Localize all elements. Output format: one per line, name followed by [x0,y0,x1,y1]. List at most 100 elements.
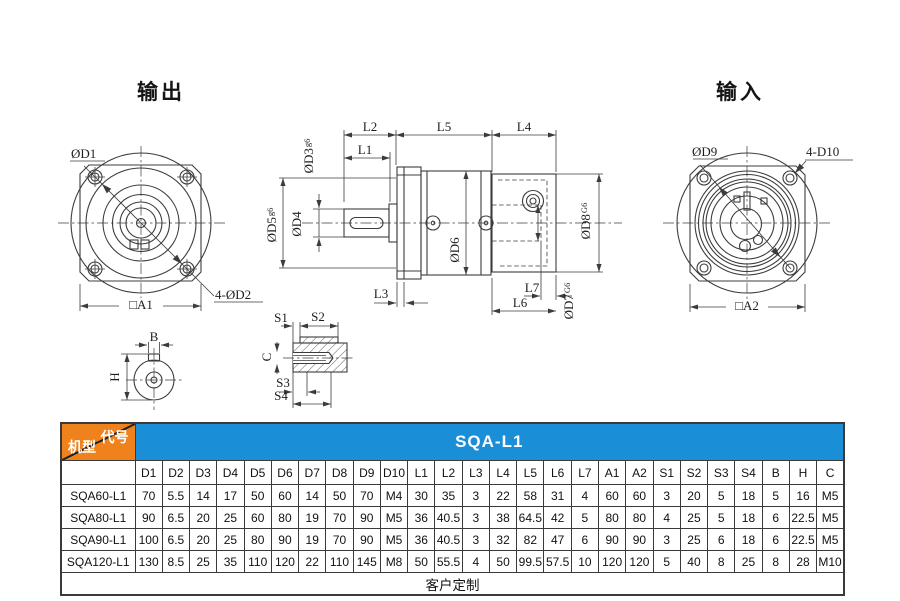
input-heading: 输入 [716,81,764,104]
value-cell: 6 [761,506,790,529]
col-header-d5: D5 [243,460,272,485]
value-cell: 6.5 [161,528,191,551]
col-header-d2: D2 [161,460,191,485]
value-cell: 36 [407,528,436,551]
label-d1: ØD1 [71,146,96,161]
value-cell: 25 [216,528,245,551]
value-cell: 20 [189,506,218,529]
label-l5: L5 [437,119,451,134]
value-cell: 10 [570,550,600,573]
value-cell: 3 [461,484,490,507]
value-cell: 57.5 [543,550,572,573]
value-cell: 18 [734,484,763,507]
label-s3: S3 [276,375,290,390]
label-d7: ØD7G6 [561,283,576,320]
value-cell: 90 [598,528,627,551]
value-cell: 50 [243,484,272,507]
value-cell: 90 [625,528,654,551]
col-header-l4: L4 [488,460,518,485]
value-cell: 42 [543,506,572,529]
output-flange-outline [79,164,202,282]
value-cell: 60 [625,484,654,507]
col-header-l6: L6 [543,460,572,485]
col-header-s3: S3 [707,460,736,485]
col-header-a2: A2 [625,460,654,485]
value-cell: M8 [379,550,409,573]
label-d6: ØD6 [447,237,462,263]
value-cell: 22 [298,550,327,573]
label-d9: ØD9 [692,144,717,159]
label-a2: □A2 [735,298,759,313]
value-cell: 5 [761,484,790,507]
label-d5: ØD5g6 [264,208,279,243]
label-d3: ØD3g6 [301,139,316,174]
value-cell: 19 [298,506,327,529]
value-cell: 145 [352,550,381,573]
value-cell: 5 [707,506,736,529]
value-cell: 30 [407,484,436,507]
label-d2: 4-ØD2 [215,287,251,302]
label-l4: L4 [517,119,532,134]
value-cell: M4 [379,484,409,507]
input-bolt-holes [696,170,798,276]
value-cell: M5 [379,528,409,551]
value-cell: 6 [570,528,600,551]
table-header-band: 代号 机型 SQA-L1 [60,422,845,461]
value-cell: 25 [216,506,245,529]
value-cell: 14 [189,484,218,507]
value-cell: 18 [734,528,763,551]
tap-detail-view: C S1 S2 S3 S4 [259,309,354,408]
value-cell: 90 [352,506,381,529]
col-header-d1: D1 [134,460,163,485]
value-cell: 25 [734,550,763,573]
col-header-c: C [816,460,845,485]
value-cell: 5 [707,484,736,507]
corner-label-code: 代号 [100,429,129,445]
model-cell: SQA90-L1 [60,528,136,551]
shaft-section-view: B H [107,329,182,410]
col-header-d7: D7 [298,460,327,485]
value-cell: 32 [488,528,518,551]
value-cell: 90 [134,506,163,529]
value-cell: 28 [788,550,818,573]
value-cell: 80 [243,528,272,551]
label-s1: S1 [274,310,288,325]
value-cell: 31 [543,484,572,507]
output-heading: 输出 [137,81,185,104]
col-header-d8: D8 [325,460,354,485]
value-cell: M5 [379,506,409,529]
label-a1: □A1 [129,297,153,312]
input-front-view: ØD9 4-D10 □A2 [663,144,853,313]
value-cell: 22 [488,484,518,507]
value-cell: M10 [816,550,845,573]
value-cell: 100 [134,528,163,551]
label-d8: ØD8G6 [578,203,593,240]
value-cell: 5 [652,550,681,573]
value-cell: 60 [243,506,272,529]
value-cell: 60 [270,484,300,507]
technical-drawing: ØD1 4-ØD2 □A1 [58,119,853,410]
value-cell: 4 [652,506,681,529]
value-cell: 6.5 [161,506,191,529]
col-header-s1: S1 [652,460,681,485]
value-cell: 20 [679,484,709,507]
model-cell: SQA80-L1 [60,506,136,529]
model-cell: SQA60-L1 [60,484,136,507]
col-header-s4: S4 [734,460,763,485]
value-cell: 35 [434,484,463,507]
value-cell: 120 [270,550,300,573]
corner-label-model: 机型 [68,439,96,455]
value-cell: 3 [461,506,490,529]
value-cell: 70 [134,484,163,507]
model-header-cell [60,460,136,485]
value-cell: 19 [298,528,327,551]
value-cell: 4 [570,484,600,507]
label-h: H [107,372,122,381]
value-cell: 40.5 [434,506,463,529]
value-cell: 64.5 [516,506,545,529]
